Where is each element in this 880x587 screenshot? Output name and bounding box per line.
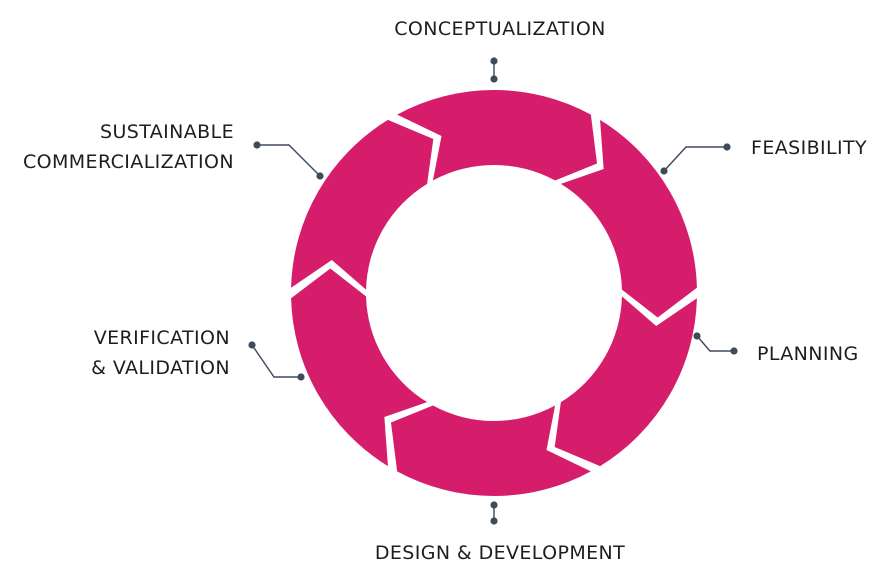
- cycle-segment-feasibility: [560, 119, 697, 318]
- connector-dot-conceptualization-end: [490, 75, 498, 83]
- connector-line-planning: [696, 335, 734, 352]
- connector-dot-design-end: [490, 517, 498, 525]
- cycle-segment-commercialization: [291, 119, 434, 290]
- label-feasibility: FEASIBILITY: [751, 133, 867, 163]
- cycle-segment-verification: [291, 268, 428, 467]
- connector-line-verification: [251, 344, 301, 378]
- label-verification-line-2: & VALIDATION: [91, 357, 230, 379]
- connector-dot-design-start: [490, 501, 498, 509]
- connector-line-feasibility: [663, 146, 727, 172]
- connector-dot-planning-end: [730, 347, 738, 355]
- label-planning: PLANNING: [757, 339, 859, 369]
- connector-dot-feasibility-start: [660, 167, 668, 175]
- label-conceptualization-line: CONCEPTUALIZATION: [394, 18, 606, 40]
- cycle-segment-planning: [554, 296, 697, 467]
- label-design-development-line: DESIGN & DEVELOPMENT: [374, 542, 626, 564]
- label-verification-line-1: VERIFICATION: [93, 327, 230, 349]
- connector-dot-conceptualization-start: [490, 57, 498, 65]
- connector-dot-verification-end: [248, 341, 256, 349]
- cycle-segment-conceptualization: [397, 90, 598, 181]
- label-conceptualization: CONCEPTUALIZATION: [355, 14, 645, 44]
- connector-dot-feasibility-end: [723, 143, 731, 151]
- connector-dot-commercialization-start: [316, 172, 324, 180]
- label-planning-line: PLANNING: [757, 343, 859, 365]
- label-commercialization-line-1: SUSTAINABLE: [100, 121, 234, 143]
- connector-dot-planning-start: [693, 332, 701, 340]
- connector-line-commercialization: [257, 144, 321, 177]
- label-design-development: DESIGN & DEVELOPMENT: [340, 538, 660, 568]
- label-sustainable-commercialization: SUSTAINABLE COMMERCIALIZATION: [23, 117, 234, 177]
- label-commercialization-line-2: COMMERCIALIZATION: [22, 151, 234, 173]
- label-verification-validation: VERIFICATION & VALIDATION: [91, 323, 230, 383]
- cycle-segment-design: [390, 405, 591, 496]
- connector-dot-commercialization-end: [253, 141, 261, 149]
- label-feasibility-line: FEASIBILITY: [751, 137, 868, 159]
- connector-dot-verification-start: [297, 373, 305, 381]
